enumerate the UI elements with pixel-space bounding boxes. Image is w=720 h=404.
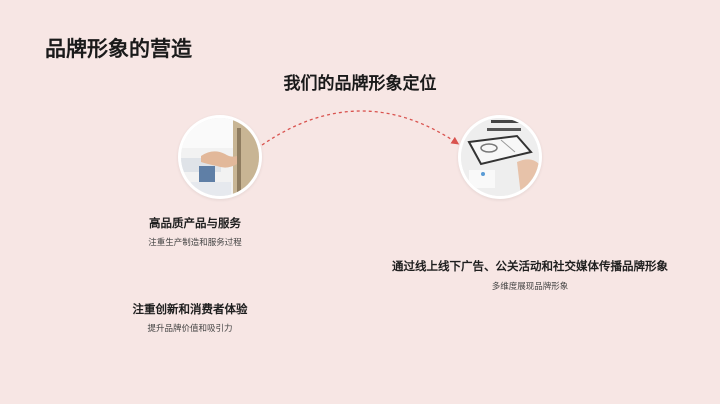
item-desc-innovation: 提升品牌价值和吸引力: [147, 324, 233, 334]
item-desc-communication: 多维度展现品牌形象: [491, 282, 569, 292]
item-desc-quality: 注重生产制造和服务过程: [148, 238, 242, 248]
slide-subtitle: 我们的品牌形象定位: [0, 69, 720, 94]
documents-photo: [458, 115, 542, 199]
slide-title: 品牌形象的营造: [45, 37, 192, 61]
item-title-quality: 高品质产品与服务: [149, 216, 241, 230]
handshake-icon: [181, 118, 259, 196]
documents-icon: [461, 118, 539, 196]
item-title-communication: 通过线上线下广告、公关活动和社交媒体传播品牌形象: [392, 259, 668, 273]
subtitle-text: 我们的品牌形象定位: [283, 74, 437, 94]
handshake-photo: [178, 115, 262, 199]
item-title-innovation: 注重创新和消费者体验: [132, 302, 248, 316]
